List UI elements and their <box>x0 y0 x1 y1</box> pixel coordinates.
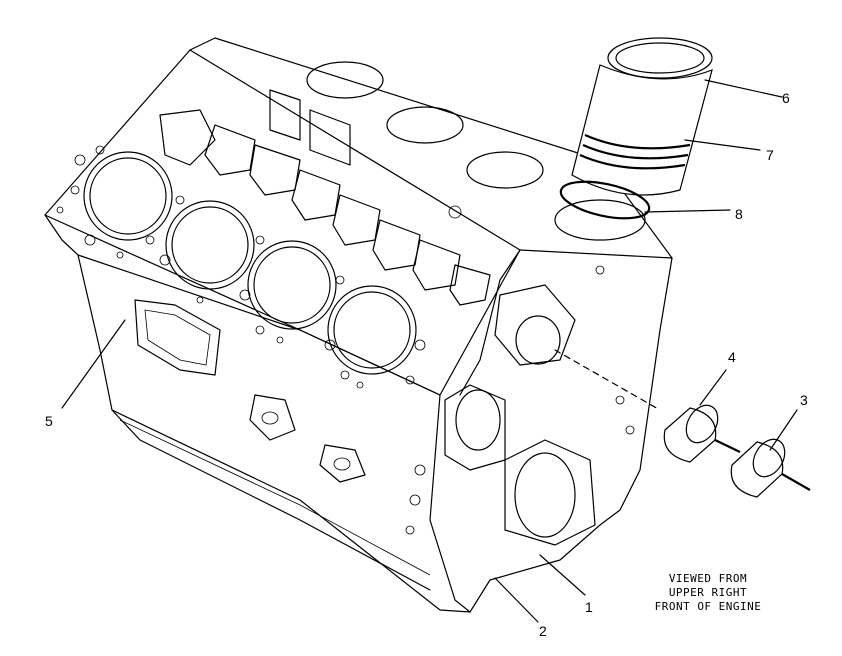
callout-labels: 1 2 3 4 5 6 7 8 <box>45 90 808 639</box>
callout-3: 3 <box>800 392 808 408</box>
callout-8: 8 <box>735 206 743 222</box>
view-note-line-3: FRONT OF ENGINE <box>655 600 762 613</box>
view-note: VIEWED FROM UPPER RIGHT FRONT OF ENGINE <box>655 572 762 613</box>
callout-2: 2 <box>539 623 547 639</box>
view-note-line-2: UPPER RIGHT <box>669 586 747 599</box>
seal-ring <box>559 180 651 220</box>
callout-5: 5 <box>45 413 53 429</box>
valley-pockets <box>159 109 491 306</box>
leader-lines <box>61 79 798 623</box>
right-bank-deck <box>269 61 646 241</box>
callout-6: 6 <box>782 90 790 106</box>
camshaft-bearings <box>554 349 811 498</box>
front-face-details <box>405 265 635 546</box>
cylinder-liner <box>571 37 713 196</box>
cylinder-block <box>44 37 673 613</box>
view-note-line-1: VIEWED FROM <box>669 572 747 585</box>
side-cover-plate <box>134 299 366 483</box>
cylinder-bores-left-bank <box>83 151 417 375</box>
callout-1: 1 <box>585 599 593 615</box>
callout-7: 7 <box>766 147 774 163</box>
deck-bolt-holes <box>56 145 426 389</box>
callout-4: 4 <box>728 349 736 365</box>
